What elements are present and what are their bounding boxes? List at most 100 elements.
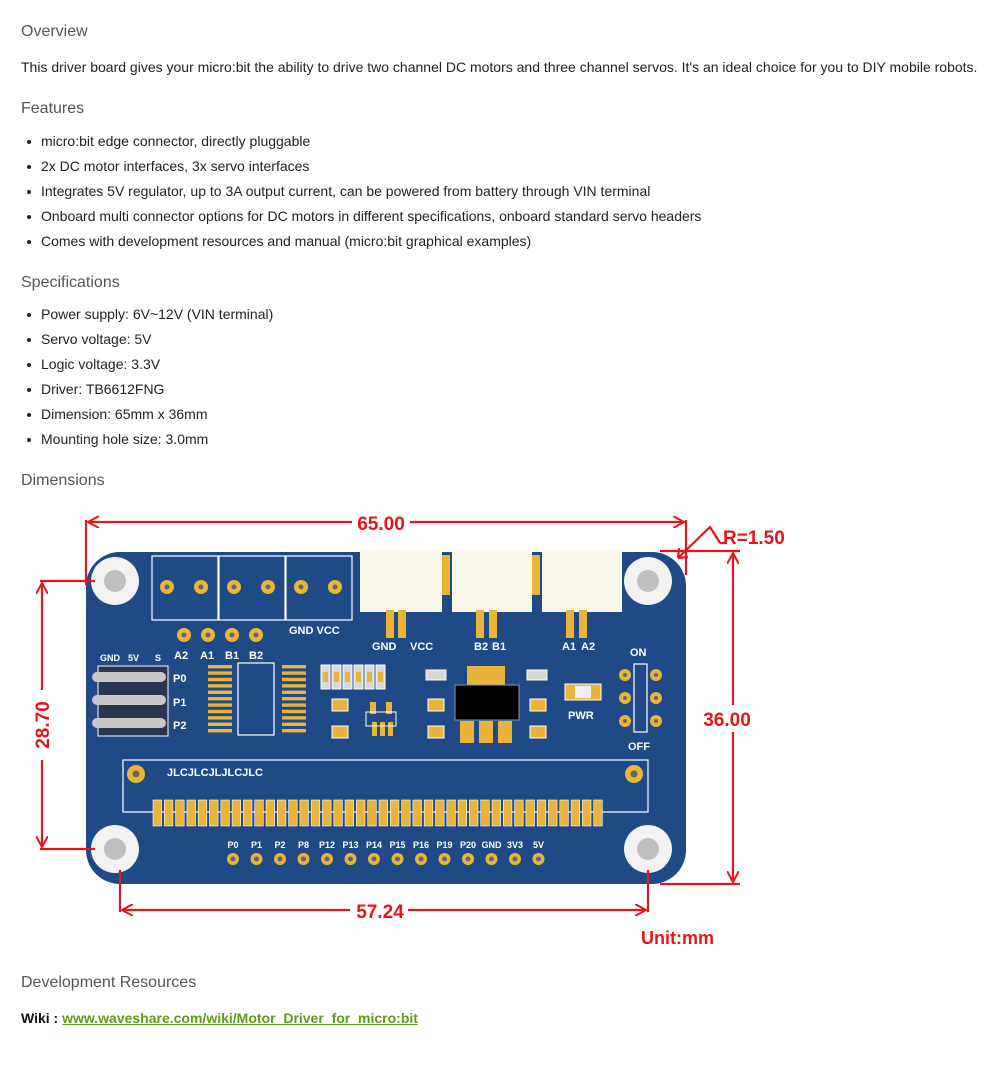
terminal-pads [160, 580, 342, 594]
connector3-a1-label: A1 [562, 641, 576, 653]
ic-pad [208, 677, 232, 682]
servo-gnd-label: GND [100, 653, 121, 663]
pin-hole [489, 856, 494, 862]
edge-finger [378, 799, 388, 827]
wiki-line: Wiki : www.waveshare.com/wiki/Motor_Driv… [21, 1010, 418, 1026]
list-item: micro:bit edge connector, directly plugg… [21, 132, 701, 157]
width-dimension-label: 65.00 [357, 514, 405, 535]
pin-hole [395, 856, 400, 862]
servo-row-label: P1 [173, 697, 186, 709]
pin-hole [277, 856, 283, 862]
pin-hole [230, 856, 236, 862]
list-item: Driver: TB6612FNG [21, 380, 273, 405]
list-item: Integrates 5V regulator, up to 3A output… [21, 182, 701, 207]
edge-finger [288, 799, 298, 827]
list-item: Comes with development resources and man… [21, 232, 701, 257]
edge-finger [435, 799, 445, 827]
ic-pad [208, 684, 232, 688]
edge-finger [548, 799, 558, 827]
terminal-pad-hole [231, 584, 237, 590]
edge-finger [514, 799, 524, 827]
smd-components [331, 669, 548, 739]
motor-pad-label: B1 [225, 650, 239, 662]
pin-label: P2 [274, 840, 285, 850]
pin-label: P1 [251, 840, 262, 850]
pin-hole [324, 856, 330, 862]
edge-finger [243, 799, 253, 827]
edge-finger [209, 799, 219, 827]
terminal-pad-hole [198, 584, 204, 590]
wiki-label: Wiki : [21, 1010, 63, 1026]
regulator [454, 666, 520, 743]
pin-hole [418, 856, 424, 862]
edge-finger [322, 799, 332, 827]
pin-hole [536, 856, 541, 862]
edge-finger [502, 799, 513, 827]
edge-finger [559, 799, 569, 827]
edge-finger [186, 799, 196, 827]
edge-finger [412, 799, 422, 827]
ic-pad [208, 703, 232, 707]
ic-pad [208, 665, 232, 669]
pin-label: P8 [298, 840, 309, 850]
terminal-label: GND VCC [289, 625, 340, 637]
resistor-pad [323, 672, 328, 682]
connector2-b2-label: B2 [474, 641, 488, 653]
dimension-drawing: GND VCC A2 A1 B1 B2 GND VCC B2 B1 A1 A2 … [33, 514, 785, 948]
terminal-pad-hole [164, 584, 170, 590]
motor-pad-label: A1 [200, 650, 214, 662]
ic-pad [282, 665, 306, 669]
hole-vertical-label: 28.70 [33, 701, 54, 749]
pin-label: P16 [413, 840, 429, 850]
edge-finger [175, 799, 185, 827]
ic-pad [282, 716, 306, 720]
servo-5v-label: 5V [128, 653, 139, 663]
ic-pad [282, 671, 306, 675]
jlc-label: JLCJLCJLJLCJLC [167, 767, 263, 779]
servo-header-pins [92, 665, 169, 737]
list-item: Mounting hole size: 3.0mm [21, 430, 273, 455]
ic-pad [282, 684, 306, 688]
motor-pad-label: B2 [249, 650, 263, 662]
pin-hole [442, 856, 447, 862]
edge-finger [310, 799, 321, 827]
resistor-array [320, 664, 386, 690]
edge-finger [570, 799, 580, 827]
edge-finger [220, 799, 230, 827]
driver-ic [237, 662, 275, 736]
mounting-holes [91, 557, 672, 873]
ic-pad [208, 722, 232, 726]
edge-finger [299, 799, 309, 827]
edge-finger [582, 799, 592, 827]
edge-mount-hole [630, 770, 638, 778]
motor-pad-hole [229, 632, 235, 638]
resistor-pad [334, 672, 339, 682]
features-heading: Features [21, 100, 85, 117]
edge-finger [254, 799, 264, 827]
ic-pad [282, 722, 306, 726]
screw-terminals [151, 555, 353, 621]
wiki-link[interactable]: www.waveshare.com/wiki/Motor_Driver_for_… [62, 1010, 418, 1026]
list-item: Power supply: 6V~12V (VIN terminal) [21, 305, 273, 330]
edge-finger [536, 799, 547, 827]
switch-off-label: OFF [628, 741, 650, 753]
transistor [365, 702, 397, 736]
dimensions-heading: Dimensions [21, 472, 105, 489]
features-list: micro:bit edge connector, directly plugg… [21, 132, 701, 257]
list-item: 2x DC motor interfaces, 3x servo interfa… [21, 157, 701, 182]
specifications-heading: Specifications [21, 274, 120, 291]
motor-pad-label: A2 [174, 650, 188, 662]
connector1-vcc-label: VCC [410, 641, 433, 653]
ic-pad [208, 709, 232, 714]
hole-horizontal-label: 57.24 [356, 902, 404, 923]
pin-hole [348, 856, 353, 862]
servo-connectors [360, 550, 622, 638]
pin-hole [301, 856, 306, 862]
edge-finger [152, 799, 162, 827]
switch-pads [619, 669, 662, 727]
edge-finger [344, 799, 355, 827]
edge-finger [469, 799, 479, 827]
pin-label: P0 [227, 840, 238, 850]
overview-text: This driver board gives your micro:bit t… [21, 59, 978, 75]
